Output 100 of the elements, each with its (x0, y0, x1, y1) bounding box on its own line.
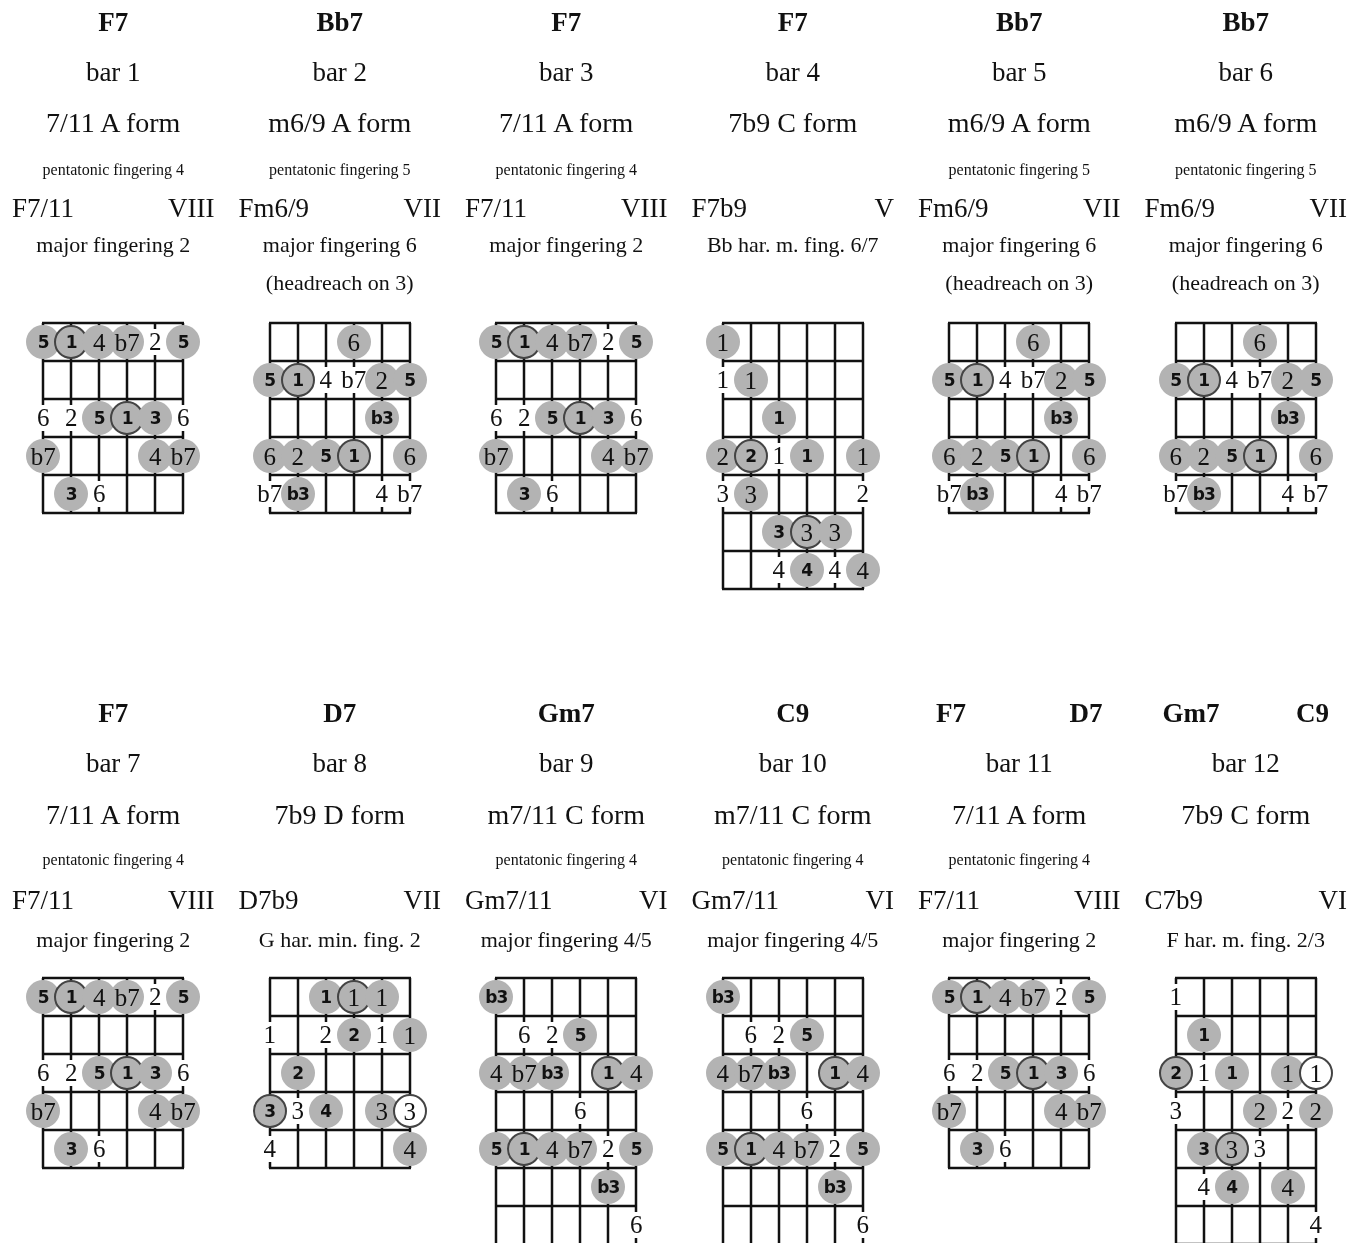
chord-symbol: F7 (936, 699, 966, 727)
root-note-dot: 3 (252, 1094, 287, 1128)
fingering-note: (headreach on 3) (945, 272, 1094, 294)
note-label: b7 (935, 481, 963, 507)
note-label: 6 (629, 405, 644, 431)
chord-form: 7b9 C form (1181, 801, 1311, 829)
note-label: 2 (601, 329, 616, 355)
chord-form: 7b9 C form (728, 109, 858, 137)
note-label: 6 (36, 1060, 51, 1086)
fret-position: VII (403, 886, 441, 914)
fret-position: VII (1083, 194, 1121, 222)
note-dot: b7 (563, 1132, 598, 1166)
pentatonic-fingering: pentatonic fingering 4 (495, 162, 637, 178)
note-label: b7 (256, 481, 284, 507)
note-dot: 3 (138, 1056, 173, 1090)
chord-symbol: F7 (777, 8, 808, 36)
chord-symbol: F7 (98, 699, 129, 727)
note-dot: 4 (619, 1056, 654, 1090)
note-label: 6 (545, 481, 560, 507)
chord-form: m7/11 C form (487, 801, 646, 829)
note-dot: b7 (166, 1094, 201, 1128)
bar-number: bar 4 (765, 58, 821, 86)
note-label: 6 (176, 1060, 191, 1086)
note-label: 4 (1054, 481, 1069, 507)
chord-symbol: D7 (1069, 699, 1103, 727)
scale-fingering: major fingering 2 (36, 929, 191, 951)
note-dot: 6 (1298, 439, 1333, 473)
bar-number: bar 10 (758, 749, 827, 777)
bar-number: bar 7 (85, 749, 141, 777)
note-label: 6 (92, 481, 107, 507)
note-dot: 6 (392, 439, 427, 473)
pentatonic-fingering: pentatonic fingering 5 (269, 162, 411, 178)
fret-position: VII (403, 194, 441, 222)
note-dot: b7 (26, 439, 61, 473)
note-dot: 3 (54, 477, 89, 511)
note-label: 6 (36, 405, 51, 431)
bar-number: bar 9 (538, 749, 594, 777)
note-dot: 4 (845, 553, 880, 587)
fingering-note: (headreach on 3) (265, 272, 414, 294)
pentatonic-fingering: pentatonic fingering 4 (948, 852, 1090, 868)
fret-position: VII (1309, 194, 1347, 222)
note-label: b7 (1075, 481, 1103, 507)
note-dot: 5 (563, 1018, 598, 1052)
note-label: 6 (517, 1022, 532, 1048)
fret-position: VIII (168, 194, 215, 222)
note-label: 1 (262, 1022, 277, 1048)
note-dot: b7 (110, 980, 145, 1014)
chord-form: 7b9 D form (274, 801, 406, 829)
note-label: 4 (827, 557, 842, 583)
fret-position: VIII (168, 886, 215, 914)
chord-form: 7/11 A form (46, 109, 181, 137)
bar-number: bar 3 (538, 58, 594, 86)
note-dot: b7 (479, 439, 514, 473)
note-label: 1 (1168, 984, 1183, 1010)
voicing-name: F7/11 (12, 194, 74, 222)
scale-fingering: major fingering 4/5 (480, 929, 652, 951)
note-label: 1 (374, 1022, 389, 1048)
voicing-name: Gm7/11 (691, 886, 779, 914)
bar-number: bar 2 (312, 58, 368, 86)
note-dot: b3 (535, 1056, 570, 1090)
pentatonic-fingering: pentatonic fingering 4 (722, 852, 864, 868)
note-dot: 1 (364, 980, 399, 1014)
scale-fingering: G har. min. fing. 2 (258, 929, 421, 951)
note-dot: 2 (1298, 1094, 1333, 1128)
note-label: b7 (1019, 367, 1047, 393)
scale-fingering: major fingering 6 (1168, 234, 1323, 256)
chord-form: 7/11 A form (499, 109, 634, 137)
note-dot: b3 (591, 1170, 626, 1204)
note-label: 6 (92, 1136, 107, 1162)
note-label: 3 (1168, 1098, 1183, 1124)
note-label: 2 (1054, 984, 1069, 1010)
note-label: 2 (517, 405, 532, 431)
note-label: 6 (176, 405, 191, 431)
note-dot: 1 (705, 325, 740, 359)
note-dot: 6 (1016, 325, 1051, 359)
note-dot: 5 (619, 325, 654, 359)
root-note-dot: 1 (336, 439, 371, 473)
note-dot: 2 (336, 1018, 371, 1052)
note-label: 6 (998, 1136, 1013, 1162)
note-label: 2 (771, 1022, 786, 1048)
chord-symbol: F7 (98, 8, 129, 36)
note-dot: 6 (336, 325, 371, 359)
chord-symbol: C9 (1296, 699, 1329, 727)
bar-number: bar 6 (1218, 58, 1274, 86)
voicing-name: Fm6/9 (918, 194, 989, 222)
note-label: 2 (601, 1136, 616, 1162)
chord-form: 7/11 A form (952, 801, 1087, 829)
note-label: 6 (799, 1098, 814, 1124)
note-dot: 1 (761, 401, 796, 435)
bar-number: bar 5 (991, 58, 1047, 86)
note-dot: 5 (1072, 980, 1107, 1014)
note-dot: b3 (1044, 401, 1079, 435)
note-dot: 5 (1072, 363, 1107, 397)
note-dot: 3 (54, 1132, 89, 1166)
note-label: 4 (374, 481, 389, 507)
note-label: 4 (1196, 1174, 1211, 1200)
bar-number: bar 11 (985, 749, 1053, 777)
note-dot: 3 (507, 477, 542, 511)
fret-position: VI (1318, 886, 1347, 914)
note-dot: 5 (845, 1132, 880, 1166)
